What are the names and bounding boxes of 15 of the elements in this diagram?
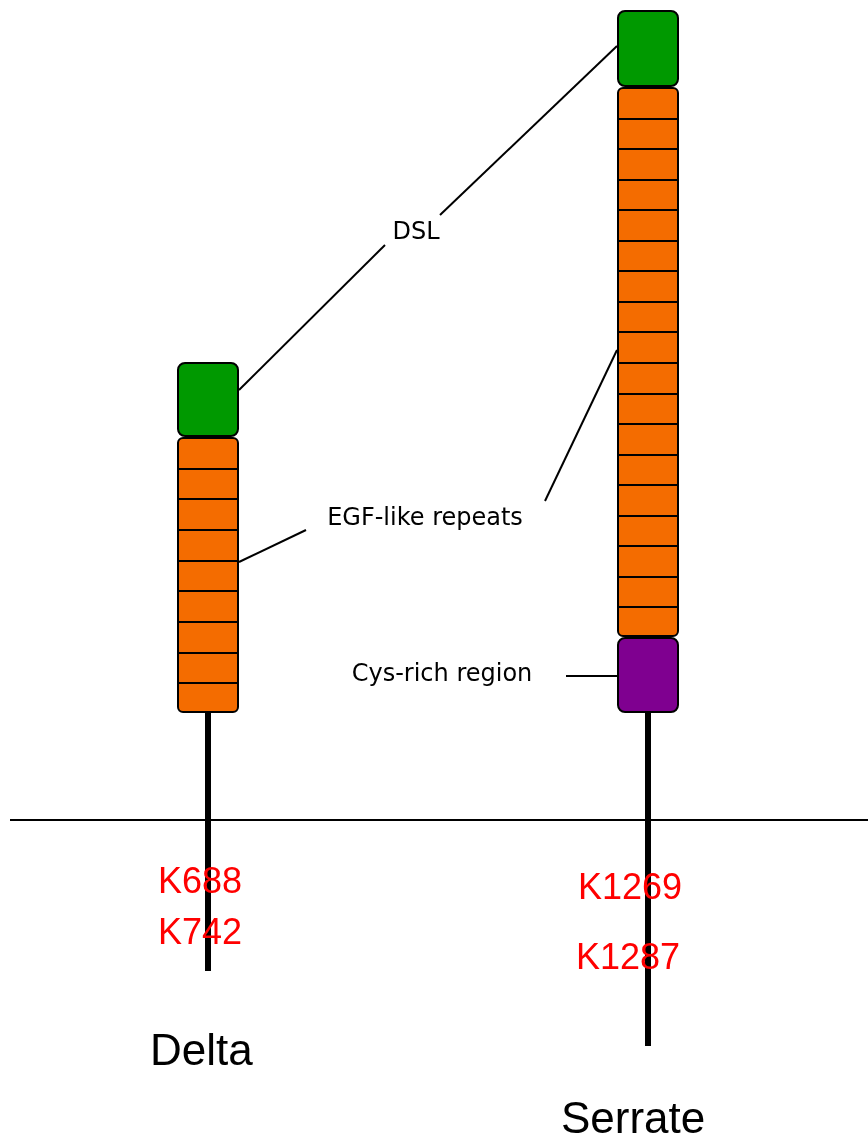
leader-line [565,675,618,677]
leader-line [238,529,307,563]
leader-line [238,244,386,391]
dsl-domain [177,362,239,437]
domain-label: EGF-like repeats [302,501,548,533]
egf-repeat-stack [617,87,679,637]
cys-rich-domain [617,637,679,713]
protein-name: Serrate [561,1096,706,1140]
domain-label: DSL [385,215,447,247]
dsl-domain [617,10,679,87]
domain-label: Cys-rich region [318,657,566,689]
protein-name: Delta [150,1028,253,1072]
egf-repeat-stack [177,437,239,713]
leader-line [544,349,618,502]
leader-line [439,45,618,216]
